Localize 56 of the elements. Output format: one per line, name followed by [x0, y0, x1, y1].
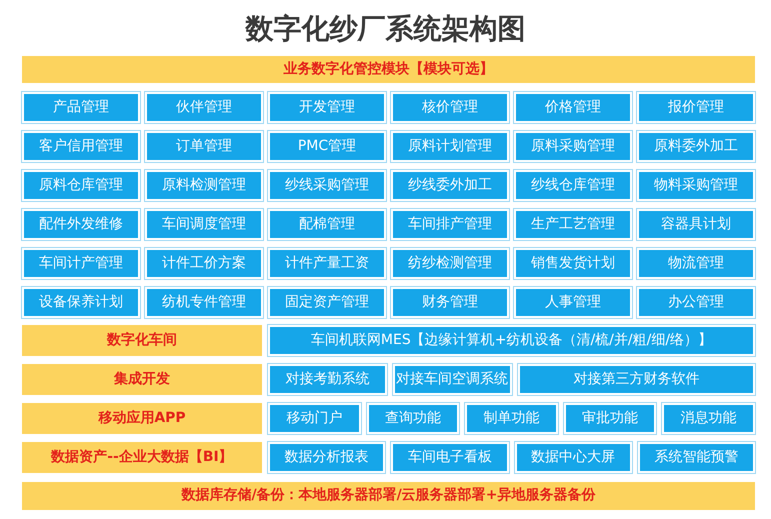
module-box: 纺纱检测管理: [391, 248, 509, 279]
module-box: 产品管理: [22, 92, 140, 123]
module-box: 容器具计划: [637, 209, 755, 240]
module-box: 原料检测管理: [145, 170, 263, 201]
module-box: 客户信用管理: [22, 131, 140, 162]
module-box: 对接第三方财务软件: [518, 364, 755, 395]
module-box: 数据分析报表: [268, 442, 386, 473]
module-box: 报价管理: [637, 92, 755, 123]
module-box: 车间调度管理: [145, 209, 263, 240]
category-bar: 业务数字化管控模块【模块可选】: [22, 56, 755, 83]
module-box: 核价管理: [391, 92, 509, 123]
category-bar: 数据库存储/备份：本地服务器部署/云服务器部署+异地服务器备份: [22, 482, 755, 510]
module-box: 销售发货计划: [514, 248, 632, 279]
module-box: 车间机联网MES【边缘计算机+纺机设备（清/梳/并/粗/细/络）】: [268, 325, 755, 356]
module-box: 制单功能: [465, 403, 558, 434]
module-box: 人事管理: [514, 287, 632, 318]
module-box: 消息功能: [662, 403, 755, 434]
diagram-title: 数字化纱厂系统架构图: [244, 11, 526, 47]
module-box: 移动门户: [268, 403, 361, 434]
module-box: 订单管理: [145, 131, 263, 162]
module-box: 纺机专件管理: [145, 287, 263, 318]
module-box: 物流管理: [637, 248, 755, 279]
module-box: 设备保养计划: [22, 287, 140, 318]
module-box: 计件工价方案: [145, 248, 263, 279]
module-box: 纱线仓库管理: [514, 170, 632, 201]
module-box: 计件产量工资: [268, 248, 386, 279]
module-box: 原料采购管理: [514, 131, 632, 162]
module-box: 查询功能: [366, 403, 460, 434]
module-box: 系统智能预警: [638, 442, 755, 473]
category-bar: 移动应用APP: [22, 403, 262, 434]
module-box: 生产工艺管理: [514, 209, 632, 240]
module-box: 配棉管理: [268, 209, 386, 240]
module-box: 车间电子看板: [391, 442, 508, 473]
module-box: 原料计划管理: [391, 131, 509, 162]
module-box: 办公管理: [637, 287, 755, 318]
module-box: 配件外发维修: [22, 209, 140, 240]
module-box: 车间计产管理: [22, 248, 140, 279]
module-box: 数据中心大屏: [514, 442, 632, 473]
module-box: 固定资产管理: [268, 287, 386, 318]
module-box: 伙伴管理: [145, 92, 263, 123]
module-box: 物料采购管理: [637, 170, 755, 201]
module-box: 对接车间空调系统: [392, 364, 512, 395]
module-box: 价格管理: [514, 92, 632, 123]
module-box: 原料委外加工: [637, 131, 755, 162]
module-box: 对接考勤系统: [268, 364, 387, 395]
module-box: 财务管理: [391, 287, 509, 318]
category-bar: 集成开发: [22, 364, 262, 395]
category-bar: 数字化车间: [22, 325, 262, 356]
module-box: 开发管理: [268, 92, 386, 123]
category-bar: 数据资产--企业大数据【BI】: [22, 442, 262, 473]
module-box: 原料仓库管理: [22, 170, 140, 201]
module-box: 车间排产管理: [391, 209, 509, 240]
module-box: 纱线委外加工: [391, 170, 509, 201]
module-box: 审批功能: [564, 403, 656, 434]
module-box: 纱线采购管理: [268, 170, 386, 201]
module-box: PMC管理: [268, 131, 386, 162]
